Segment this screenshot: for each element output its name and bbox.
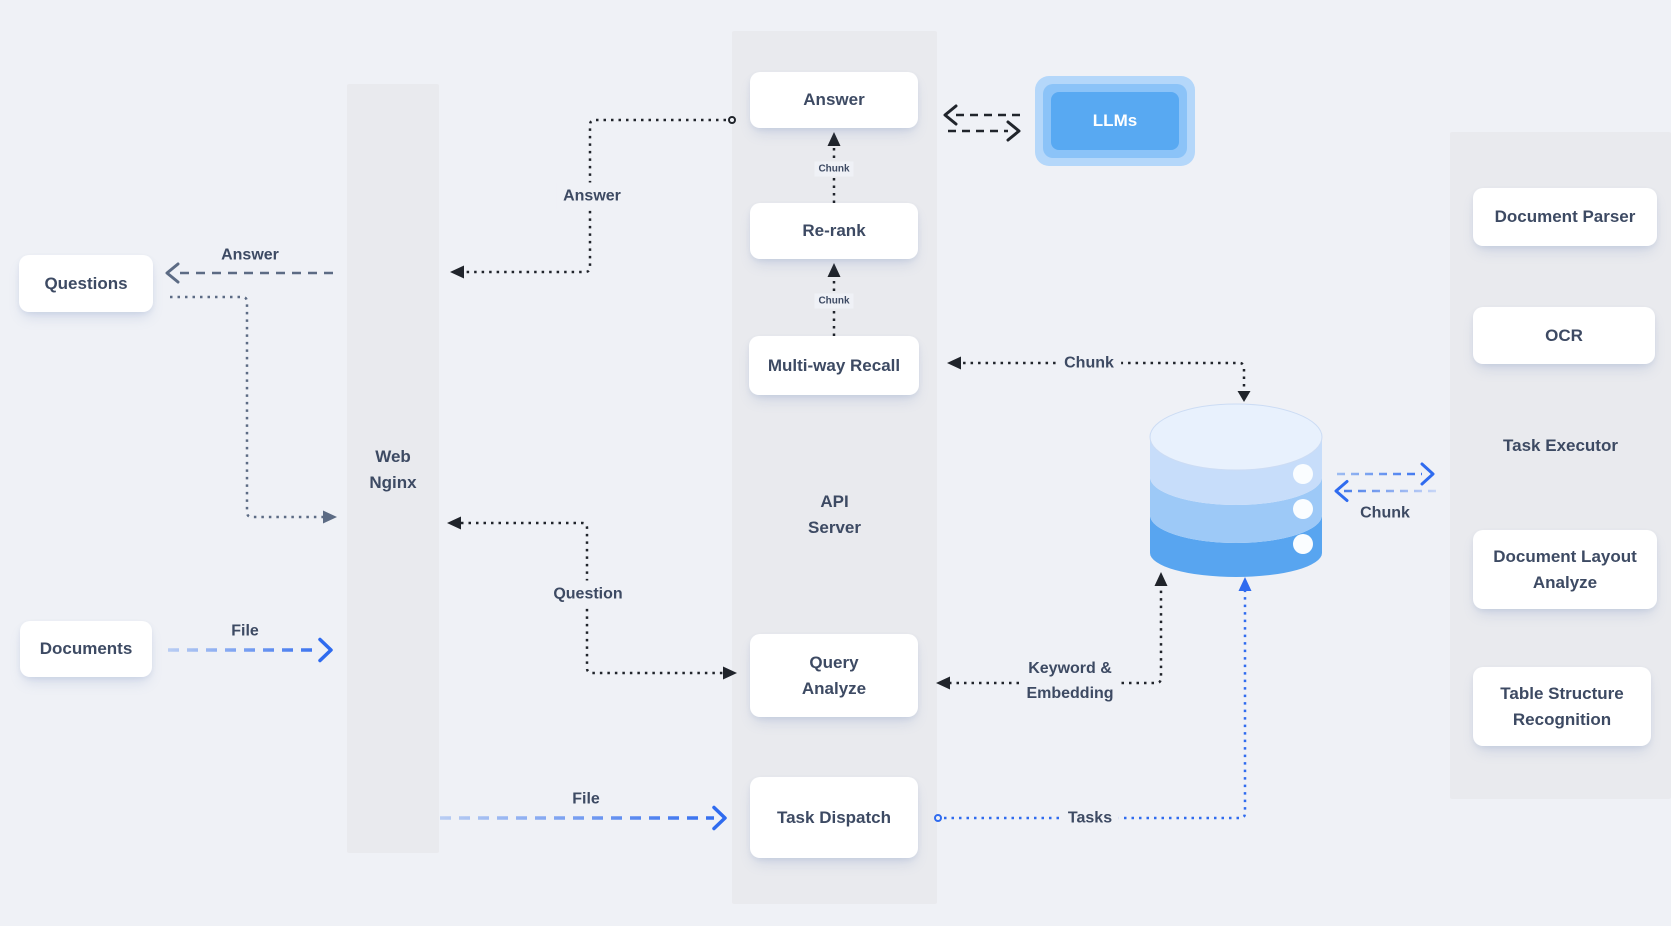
edge-db-to-executor: [1337, 462, 1435, 486]
edge-answer-to-llms: [948, 120, 1021, 142]
document-layout-analyze-line1: Document Layout: [1493, 546, 1637, 566]
edge-label-keyword-embedding: Keyword & Embedding: [1019, 655, 1121, 707]
edge-label-file-nginx: File: [572, 790, 600, 808]
query-analyze-node: Query Analyze: [750, 634, 918, 717]
llms-node: LLMs: [1035, 76, 1195, 166]
edge-label-answer-left: Answer: [221, 246, 279, 264]
ocr-label: OCR: [1545, 325, 1583, 345]
edge-label-chunk-recall: Chunk: [814, 293, 854, 309]
rerank-label: Re-rank: [802, 221, 866, 240]
task-dispatch-label: Task Dispatch: [776, 807, 891, 827]
documents-node: Documents: [20, 621, 152, 677]
answer-node: Answer: [750, 72, 918, 128]
document-parser-label: Document Parser: [1494, 207, 1636, 226]
edge-label-chunk-rerank: Chunk: [814, 161, 854, 177]
api-server-label: API Server: [732, 489, 937, 541]
llms-label: LLMs: [1092, 111, 1138, 130]
edge-label-chunk-right: Chunk: [1360, 504, 1410, 522]
edge-label-question: Question: [546, 580, 630, 608]
task-dispatch-node: Task Dispatch: [750, 777, 918, 858]
document-layout-analyze-line2: Analyze: [1532, 572, 1598, 592]
document-parser-node: Document Parser: [1473, 188, 1657, 246]
web-nginx-line2: Nginx: [369, 473, 417, 492]
edge-label-chunk-db-recall: Chunk: [1057, 349, 1121, 377]
edge-label-answer-mid: Answer: [556, 182, 628, 210]
task-executor-label: Task Executor: [1503, 436, 1618, 455]
edge-llms-to-answer: [943, 104, 1020, 126]
ocr-node: OCR: [1473, 307, 1655, 364]
multiway-recall-label: Multi-way Recall: [767, 355, 901, 375]
questions-label: Questions: [44, 273, 128, 293]
web-nginx-label: Web Nginx: [347, 444, 439, 496]
edge-label-tasks: Tasks: [1060, 804, 1120, 832]
table-structure-recognition-node: Table Structure Recognition: [1473, 667, 1651, 746]
llms-node-mid: LLMs: [1043, 84, 1187, 158]
questions-node: Questions: [19, 255, 153, 312]
keyword-embedding-line1: Keyword &: [1028, 660, 1112, 677]
query-analyze-line2: Analyze: [801, 678, 867, 698]
answer-label: Answer: [803, 90, 865, 109]
keyword-embedding-line2: Embedding: [1026, 685, 1114, 702]
table-structure-recognition-line2: Recognition: [1512, 709, 1612, 729]
web-nginx-line1: Web: [375, 447, 411, 466]
llms-node-inner: LLMs: [1051, 92, 1179, 150]
documents-label: Documents: [39, 639, 133, 658]
api-server-line1: API: [820, 492, 849, 511]
edge-questions-to-nginx: [170, 295, 337, 524]
query-analyze-line1: Query: [809, 652, 859, 672]
edge-label-file-documents: File: [231, 622, 259, 640]
rerank-node: Re-rank: [750, 203, 918, 259]
database-icon: [1149, 403, 1323, 577]
api-server-line2: Server: [808, 518, 861, 537]
web-nginx-panel: [347, 84, 439, 853]
multiway-recall-node: Multi-way Recall: [749, 336, 919, 395]
document-layout-analyze-node: Document Layout Analyze: [1473, 530, 1657, 609]
edge-executor-to-db: [1334, 480, 1437, 502]
table-structure-recognition-line1: Table Structure: [1500, 683, 1624, 703]
